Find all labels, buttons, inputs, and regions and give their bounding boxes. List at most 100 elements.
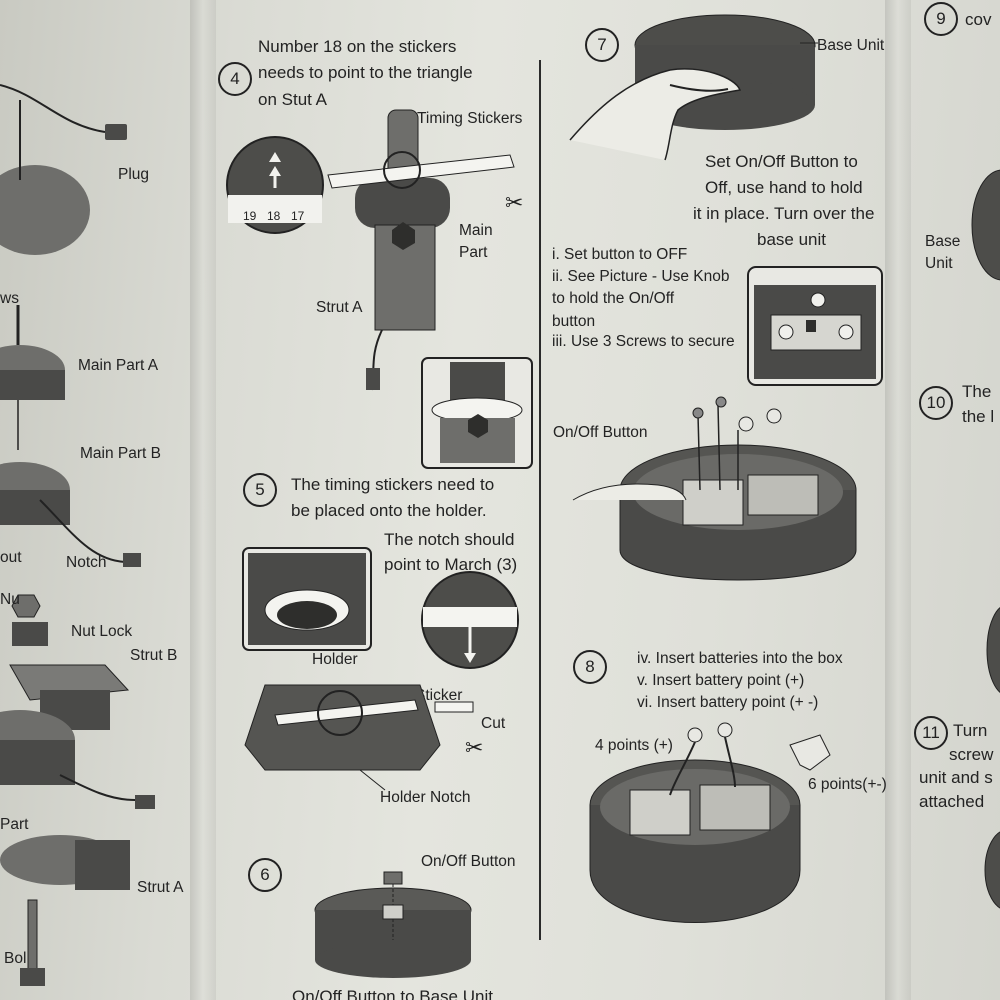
- step-10-line2: the l: [962, 407, 995, 426]
- leader-line: [359, 769, 386, 791]
- cut-label: Cut: [481, 715, 506, 732]
- main-part-label-1: Main: [459, 222, 493, 239]
- on-off-button-label-step6: On/Off Button: [421, 853, 516, 870]
- wire: [59, 774, 136, 801]
- holder-ring-inner: [277, 601, 337, 629]
- far-base-unit-line2: Unit: [925, 255, 953, 272]
- step-5-line3: The notch should: [384, 530, 515, 549]
- step-4-number: 4: [218, 62, 252, 96]
- step-7-line4: base unit: [757, 230, 826, 249]
- step-4-illustration: 19 18 17 ✂: [226, 109, 533, 469]
- step-9-number: 9: [924, 2, 958, 36]
- base-unit-shape: [971, 169, 1000, 281]
- step-6-number: 6: [248, 858, 282, 892]
- left-column-illustrations: [0, 84, 155, 986]
- six-points-label: 6 points(+-): [808, 776, 887, 793]
- step-10-line1: The: [962, 382, 992, 401]
- battery-contact-icon: [687, 727, 703, 743]
- circuit-board: [682, 479, 744, 526]
- highlight-circle: [317, 690, 363, 736]
- step-8-sub-iv: iv. Insert batteries into the box: [637, 650, 843, 667]
- step-7-sub-ii-3: button: [552, 313, 596, 330]
- step-11-number: 11: [914, 716, 948, 750]
- plug-label: Plug: [118, 166, 150, 183]
- base-piece: [0, 165, 90, 255]
- sticker-label: Sticker: [415, 687, 463, 704]
- step-7-base-illustration: [572, 396, 857, 581]
- finger-line: [669, 84, 729, 92]
- step-5-line2: be placed onto the holder.: [291, 501, 487, 520]
- screw-line: [697, 414, 701, 491]
- arrow-down-head: [464, 653, 476, 663]
- holder-notch-label: Holder Notch: [380, 789, 471, 806]
- wire: [724, 736, 736, 788]
- step-7-line3: it in place. Turn over the: [693, 204, 875, 223]
- nut-lock-label: Nut Lock: [71, 623, 133, 640]
- step-8-number: 8: [573, 650, 607, 684]
- knob-shape: [806, 320, 816, 332]
- bolt-head: [20, 968, 45, 986]
- holder-body: [244, 684, 441, 771]
- round-part-side: [0, 740, 75, 785]
- step-4-line2: needs to point to the triangle: [258, 63, 473, 82]
- highlight-circle: [383, 151, 421, 189]
- step-5-line1: The timing stickers need to: [291, 475, 495, 494]
- base-unit-label: Base Unit: [817, 37, 885, 54]
- nut-hex: [392, 222, 415, 250]
- screw-icon: [778, 324, 794, 340]
- notch-label: Notch: [66, 554, 107, 571]
- column-divider: [539, 60, 541, 940]
- dial-strip: [228, 195, 322, 223]
- main-part-b-label: Main Part B: [80, 445, 161, 462]
- strut-a-label: Strut A: [137, 879, 184, 896]
- battery-contact-icon: [738, 416, 754, 432]
- screw-icon: [838, 324, 854, 340]
- screw-icon: [715, 396, 727, 408]
- step-7-hand-illustration: [569, 14, 818, 161]
- connector-shape: [366, 368, 380, 390]
- battery-contact-icon: [766, 408, 782, 424]
- step-8-illustration: [589, 722, 831, 923]
- step-10-number: 10: [919, 386, 953, 420]
- nut-shape: [11, 594, 41, 618]
- wire: [669, 741, 696, 796]
- holder-sticker-strip: [274, 699, 419, 726]
- main-part-a-label: Main Part A: [78, 357, 159, 374]
- scissors-icon: ✂: [505, 190, 523, 215]
- step-7-sub-iii: iii. Use 3 Screws to secure: [552, 333, 735, 350]
- notch-zoom-strip: [423, 607, 517, 627]
- step-6-illustration: [314, 871, 472, 978]
- bolt-label: Bol: [4, 950, 27, 967]
- step-11-line2: screw: [949, 745, 994, 764]
- battery-box: [699, 784, 771, 831]
- dial-number-17: 17: [291, 209, 305, 223]
- on-off-button-label-step7: On/Off Button: [553, 424, 648, 441]
- step-7-sub-i: i. Set button to OFF: [552, 246, 688, 263]
- scissors-icon: ✂: [465, 735, 483, 760]
- step-7-sub-ii-1: ii. See Picture - Use Knob: [552, 268, 730, 285]
- hand-icon: [569, 68, 742, 161]
- step-11-line3: unit and s: [919, 768, 993, 787]
- loose-sticker: [434, 701, 474, 713]
- on-off-button-shape: [383, 871, 403, 885]
- triangle-marker-icon: [269, 152, 281, 162]
- plug-cable: [0, 84, 106, 133]
- screw-line: [717, 404, 721, 491]
- step-7-line1: Set On/Off Button to: [705, 152, 858, 171]
- far-base-unit-line1: Base: [925, 233, 961, 250]
- main-part-a-side: [0, 370, 65, 400]
- connector-shape: [123, 553, 141, 567]
- step-5-line4: point to March (3): [384, 555, 518, 574]
- step-8-sub-v: v. Insert battery point (+): [637, 672, 805, 689]
- step-6-bottom-text: On/Off Button to Base Unit: [292, 987, 493, 1000]
- strut-a-shape: [75, 840, 130, 890]
- battery-box: [747, 474, 819, 516]
- step-5-illustration: ✂: [242, 547, 519, 791]
- four-points-label: 4 points (+): [595, 737, 673, 754]
- screw-icon: [692, 407, 704, 419]
- button-slot: [382, 904, 404, 920]
- step-7-sub-ii-2: to hold the On/Off: [552, 290, 675, 307]
- far-right-illustrations: [971, 169, 1000, 909]
- step-11-line1: Turn: [953, 721, 988, 740]
